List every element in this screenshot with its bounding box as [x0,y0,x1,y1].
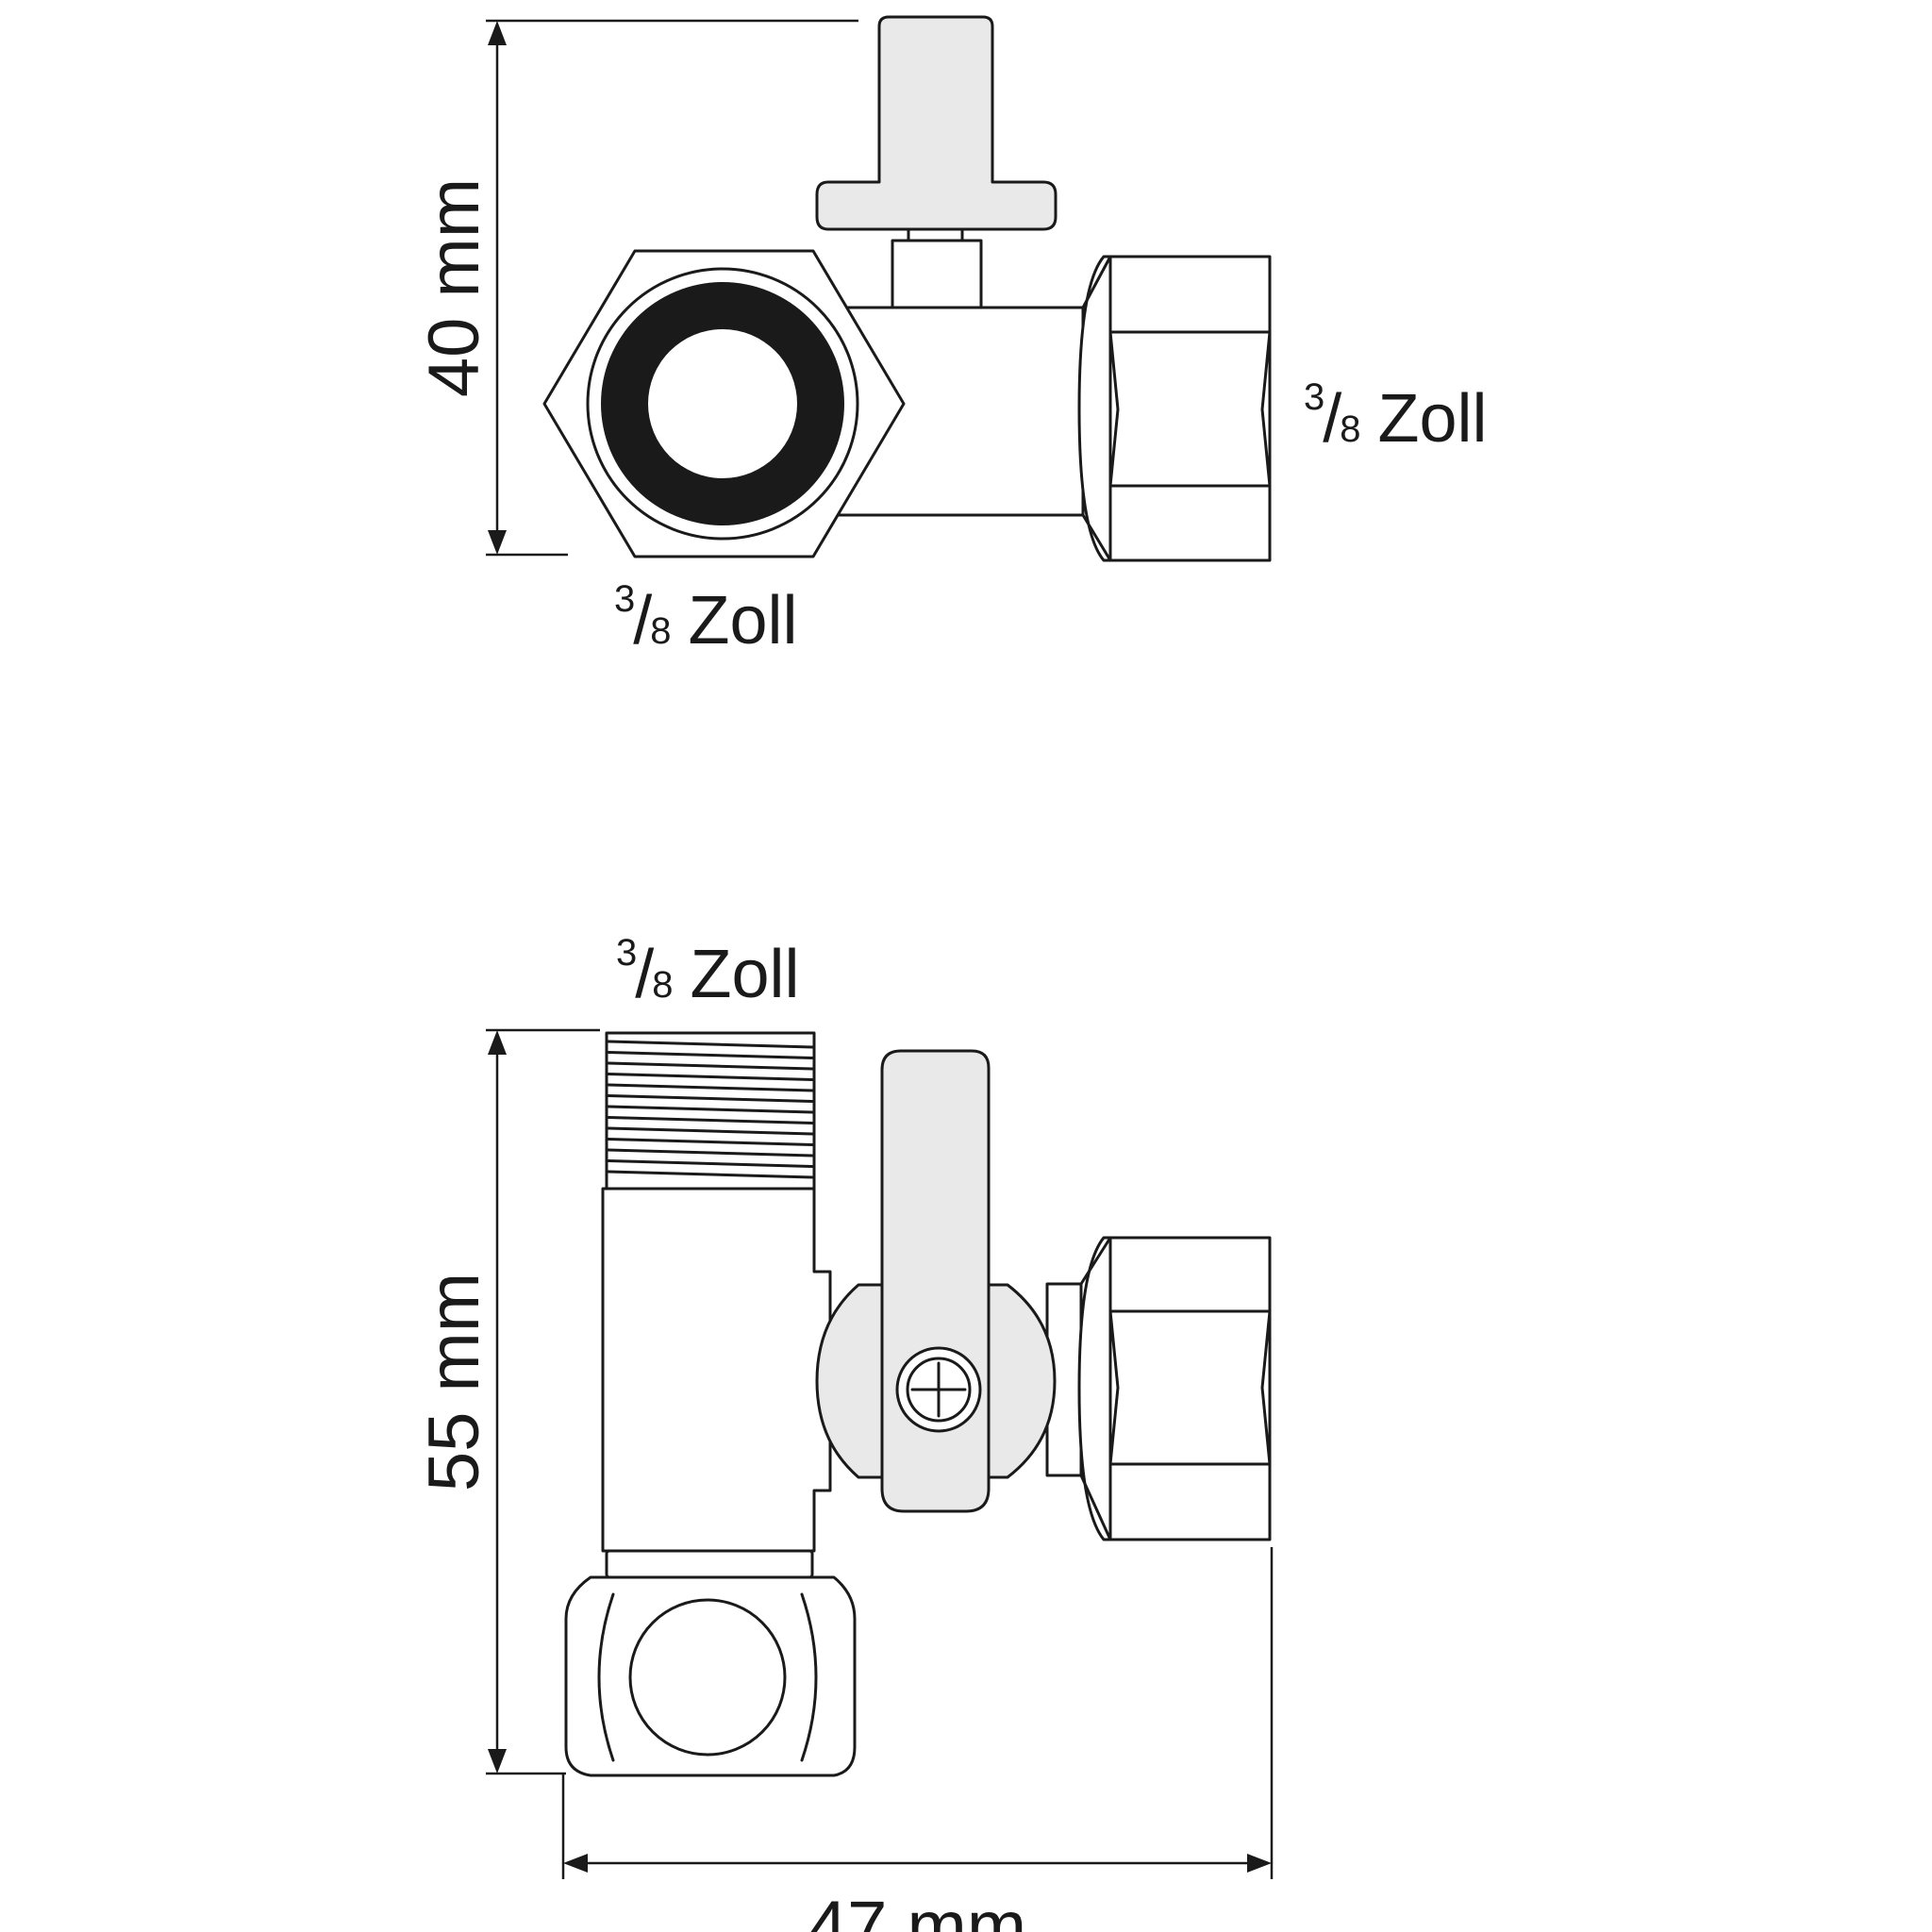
thread-line [607,1061,814,1071]
side-vertical-body [601,1187,832,1553]
thread-line [607,1170,814,1179]
thread-line [607,1148,814,1158]
thread-line [607,1138,814,1146]
thread-line [607,1116,814,1124]
thread-line [607,1040,814,1049]
top-t-handle [815,15,1058,231]
thread-line [607,1083,814,1092]
side-width-dimension-line [561,1547,1274,1879]
top-bore-opening [648,329,797,478]
side-height-dimension-line [486,1028,600,1775]
thread-line [607,1073,814,1081]
top-height-dimension-line [486,19,858,557]
side-width-dimension-label: 47 mm [808,1887,1026,1932]
top-left-hex-fitting [542,249,906,558]
side-right-hex-nut [1045,1236,1272,1541]
side-lever-handle [880,1049,991,1513]
thread-line [607,1105,814,1114]
thread-line [607,1126,814,1136]
top-handle-stem [891,239,983,314]
side-bottom-collar [605,1549,814,1579]
top-right-hex-nut [1077,255,1272,562]
thread-line [607,1051,814,1059]
side-threaded-nipple [605,1031,816,1191]
side-height-dimension-label: 55 mm [414,1273,494,1491]
thread-line [607,1094,814,1103]
side-screw-icon [895,1346,982,1433]
thread-line [607,1159,814,1168]
side-bottom-compression-nut [564,1575,857,1777]
top-height-dimension-label: 40 mm [414,178,494,397]
